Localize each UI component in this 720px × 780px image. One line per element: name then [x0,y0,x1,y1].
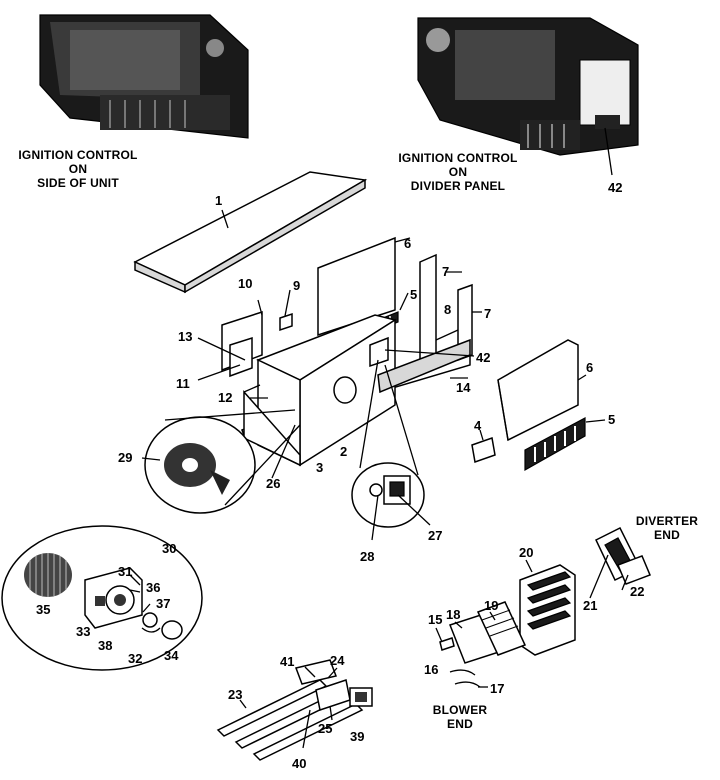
burner-assembly [216,659,373,761]
caption-ignition-divider: IGNITION CONTROL ON DIVIDER PANEL [388,151,528,193]
label-3: 3 [316,460,323,475]
caption-ignition-side-line1: IGNITION CONTROL [18,148,138,162]
label-22: 22 [630,584,644,599]
caption-ignition-divider-line2: ON [448,165,468,179]
label-11: 11 [176,376,190,391]
label-21: 21 [583,598,597,613]
label-34: 34 [164,648,179,663]
label-41: 41 [280,654,294,669]
label-5b: 5 [608,412,615,427]
label-38: 38 [98,638,112,653]
heat-exchanger [435,559,576,688]
label-35: 35 [36,602,50,617]
label-19: 19 [484,598,498,613]
detail-circle-29 [141,409,301,514]
label-30: 30 [162,541,176,556]
caption-ignition-side-line2: ON [68,162,88,176]
caption-diverter-line1: DIVERTER [635,514,699,528]
label-25: 25 [318,721,332,736]
caption-ignition-divider-line1: IGNITION CONTROL [398,151,518,165]
label-40: 40 [292,756,306,771]
label-24: 24 [330,653,345,668]
label-28: 28 [360,549,374,564]
label-31: 31 [118,564,132,579]
part-number-labels: 1 6 7 10 9 5 8 7 13 42 6 11 14 12 5 4 2 … [36,180,644,771]
photo-unit-divider [417,17,639,176]
label-37: 37 [156,596,170,611]
caption-ignition-side-line3: SIDE OF UNIT [37,176,119,190]
label-26: 26 [266,476,280,491]
label-20: 20 [519,545,533,560]
diverter-parts [589,526,651,599]
label-16: 16 [424,662,438,677]
right-panels [471,339,606,472]
label-17: 17 [490,681,504,696]
caption-ignition-divider-line3: DIVIDER PANEL [410,179,506,193]
label-7b: 7 [484,306,491,321]
caption-diverter-end: DIVERTER END [628,514,706,542]
label-4: 4 [474,418,482,433]
label-5a: 5 [410,287,417,302]
label-39: 39 [350,729,364,744]
label-12: 12 [218,390,232,405]
caption-blower-line2: END [447,717,473,731]
label-23: 23 [228,687,242,702]
label-6a: 6 [404,236,411,251]
caption-blower-line1: BLOWER [432,703,488,717]
caption-diverter-line2: END [654,528,680,542]
caption-blower-end: BLOWER END [428,703,492,731]
label-1: 1 [215,193,222,208]
detail-circle-ignition [351,359,431,541]
label-14: 14 [456,380,471,395]
label-29: 29 [118,450,132,465]
label-33: 33 [76,624,90,639]
label-2: 2 [340,444,347,459]
label-36: 36 [146,580,160,595]
label-7a: 7 [442,264,449,279]
label-9: 9 [293,278,300,293]
label-15: 15 [428,612,442,627]
caption-ignition-side: IGNITION CONTROL ON SIDE OF UNIT [8,148,148,190]
cabinet-assembly [133,171,482,467]
label-6b: 6 [586,360,593,375]
label-42b: 42 [608,180,622,195]
label-13: 13 [178,329,192,344]
label-32: 32 [128,651,142,666]
label-8: 8 [444,302,451,317]
photo-unit-side [39,14,249,139]
label-10: 10 [238,276,252,291]
label-42a: 42 [476,350,490,365]
label-27: 27 [428,528,442,543]
blower-assembly-oval [1,525,203,671]
label-18: 18 [446,607,460,622]
